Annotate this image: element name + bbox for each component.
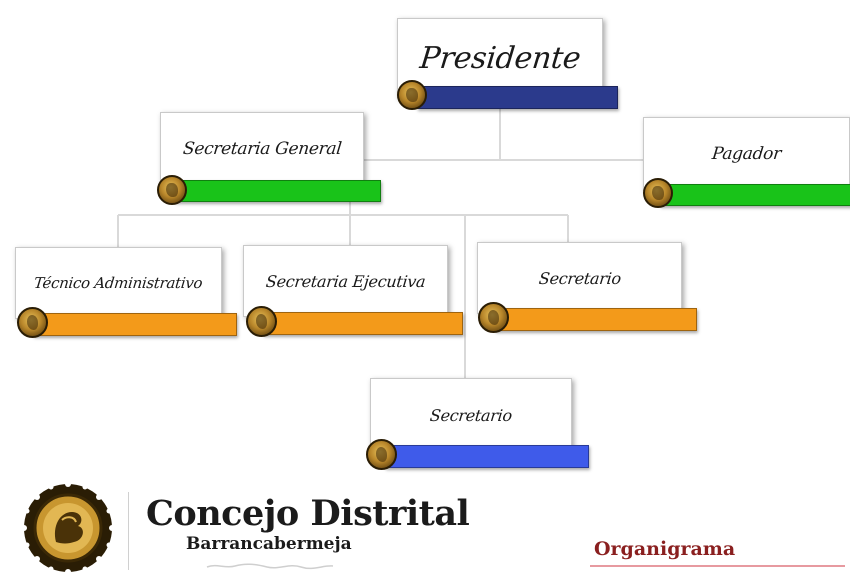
section-underline — [590, 565, 845, 567]
node-tecnico-administrativo: Técnico Administrativo — [15, 247, 222, 319]
seal-icon — [397, 80, 427, 110]
org-city: Barrancabermeja — [186, 534, 352, 554]
node-presidente-bar — [417, 86, 618, 109]
node-secretario-bar — [495, 308, 697, 331]
node-secretario: Secretario — [477, 242, 682, 314]
node-secretaria-general: Secretaria General — [160, 112, 364, 186]
node-secretario-label: Secretario — [537, 268, 622, 288]
node-secretario-bottom-label: Secretario — [429, 405, 513, 425]
node-secretario-bottom: Secretario — [370, 378, 572, 452]
node-presidente-label: Presidente — [417, 40, 583, 76]
node-tecnico-administrativo-label: Técnico Administrativo — [33, 274, 204, 292]
node-tecnico-administrativo-bar — [33, 313, 237, 336]
seal-icon — [246, 306, 277, 337]
seal-icon — [17, 307, 48, 338]
org-motto-scribble — [206, 563, 334, 570]
seal-icon — [22, 482, 114, 574]
node-pagador-bar — [660, 184, 850, 206]
node-secretaria-ejecutiva: Secretaria Ejecutiva — [243, 245, 448, 317]
seal-icon — [366, 439, 397, 470]
node-secretaria-ejecutiva-label: Secretaria Ejecutiva — [264, 271, 427, 291]
seal-icon — [643, 178, 673, 208]
footer-divider — [128, 492, 129, 570]
node-secretaria-general-bar — [175, 180, 381, 202]
node-secretaria-general-label: Secretaria General — [181, 139, 343, 159]
seal-icon — [478, 302, 509, 333]
node-secretario-bottom-bar — [385, 445, 589, 468]
section-title: Organigrama — [594, 538, 736, 560]
org-name: Concejo Distrital — [146, 493, 470, 534]
node-secretaria-ejecutiva-bar — [263, 312, 463, 335]
node-pagador: Pagador — [643, 117, 850, 191]
seal-icon — [157, 175, 187, 205]
node-presidente: Presidente — [397, 18, 603, 98]
node-pagador-label: Pagador — [710, 144, 783, 164]
